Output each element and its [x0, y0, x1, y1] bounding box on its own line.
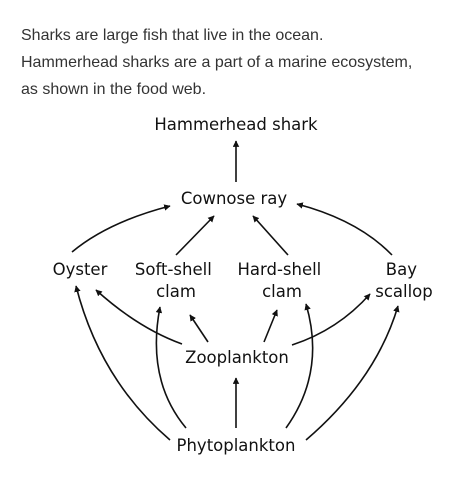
arrow-oyster-to-cownose-ray — [71, 204, 171, 253]
node-bay-scallop-line-1: Bay — [386, 260, 417, 279]
node-soft-shell-clam: Soft-shell clam — [135, 260, 217, 301]
arrow-zooplankton-to-oyster — [95, 289, 183, 345]
node-zooplankton-line: Zooplankton — [185, 348, 289, 367]
node-hard-shell-clam: Hard-shell clam — [237, 260, 326, 301]
arrow-hard-shell-clam-to-cownose-ray — [252, 215, 289, 256]
intro-text: Sharks are large fish that live in the o… — [21, 22, 466, 103]
intro-line-1: Sharks are large fish that live in the o… — [21, 27, 324, 44]
arrow-phytoplankton-to-bay-scallop — [305, 305, 400, 441]
arrow-zooplankton-to-bay-scallop — [291, 293, 371, 346]
node-bay-scallop-line-2: scallop — [375, 282, 433, 301]
node-hammerhead-shark-line: Hammerhead shark — [154, 115, 318, 134]
arrow-phytoplankton-to-hard-shell-clam — [285, 303, 314, 429]
node-zooplankton: Zooplankton — [185, 348, 289, 367]
node-hammerhead-shark: Hammerhead shark — [154, 115, 318, 134]
arrow-soft-shell-clam-to-cownose-ray — [175, 215, 215, 256]
arrow-phytoplankton-to-oyster — [74, 285, 171, 441]
node-phytoplankton: Phytoplankton — [177, 436, 296, 455]
node-hard-shell-clam-line-1: Hard-shell — [237, 260, 321, 279]
node-oyster: Oyster — [53, 260, 108, 279]
arrow-bay-scallop-to-cownose-ray — [296, 202, 393, 256]
node-bay-scallop: Bay scallop — [375, 260, 433, 301]
intro-line-3: as shown in the food web. — [21, 81, 207, 98]
arrow-phytoplankton-to-soft-shell-clam — [155, 306, 187, 429]
arrow-zooplankton-to-soft-shell-clam — [189, 314, 209, 343]
arrow-zooplankton-to-hard-shell-clam — [263, 309, 278, 343]
node-phytoplankton-line: Phytoplankton — [177, 436, 296, 455]
node-soft-shell-clam-line-2: clam — [156, 282, 196, 301]
node-soft-shell-clam-line-1: Soft-shell — [135, 260, 212, 279]
node-cownose-ray: Cownose ray — [181, 189, 288, 208]
node-oyster-line: Oyster — [53, 260, 108, 279]
node-hard-shell-clam-line-2: clam — [262, 282, 302, 301]
intro-line-2: Hammerhead sharks are a part of a marine… — [21, 54, 413, 71]
node-cownose-ray-line: Cownose ray — [181, 189, 288, 208]
